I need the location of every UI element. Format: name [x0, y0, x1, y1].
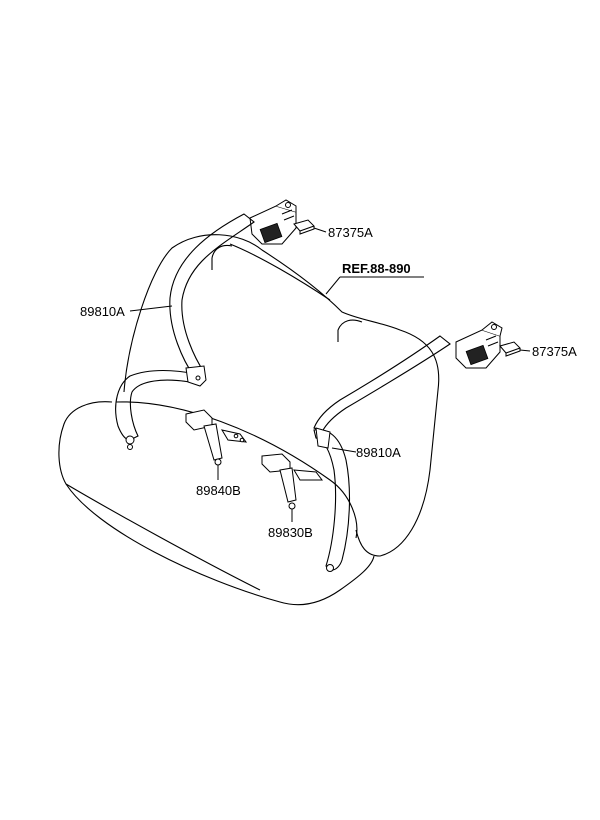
buckle-left — [185, 409, 248, 466]
retractor-left — [249, 199, 297, 245]
leader-reference — [325, 276, 341, 295]
belt-webbing-right — [313, 335, 451, 572]
label-retractor-left: 87375A — [328, 225, 373, 240]
leader-retractor-right — [519, 349, 531, 352]
seat-back-outline — [123, 234, 440, 557]
belt-webbing-left — [115, 213, 255, 450]
leader-belt-right — [331, 447, 357, 453]
leader-belt-left — [129, 305, 173, 312]
retractor-cover-right — [499, 341, 521, 357]
retractor-cover-left — [293, 219, 315, 235]
label-buckle-right: 89830B — [268, 525, 313, 540]
label-retractor-right: 87375A — [532, 344, 577, 359]
leader-retractor-left — [313, 227, 327, 233]
retractor-right — [455, 321, 503, 369]
buckle-right — [261, 453, 323, 510]
seat-cushion-outline — [58, 401, 375, 606]
label-buckle-left: 89840B — [196, 483, 241, 498]
label-belt-right: 89810A — [356, 445, 401, 460]
label-belt-left: 89810A — [80, 304, 125, 319]
reference-label: REF.88-890 — [342, 261, 411, 276]
